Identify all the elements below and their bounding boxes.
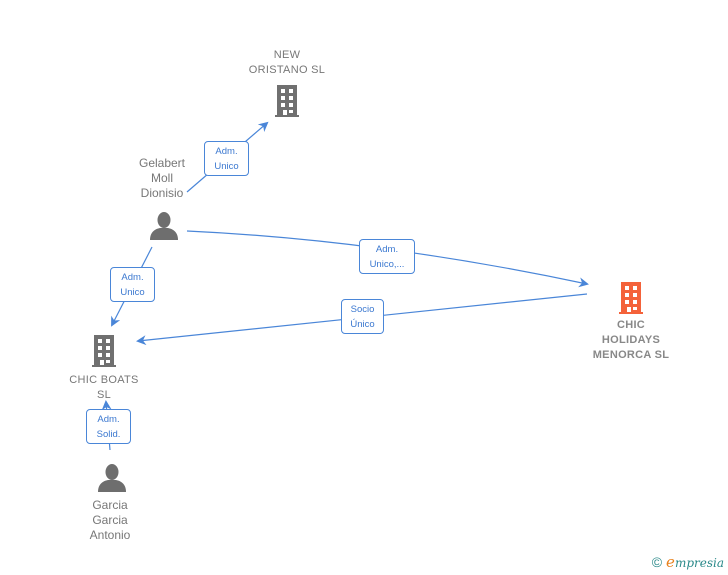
edge-label-gelabert-new-oristano[interactable]: Adm. Unico [204,141,249,176]
edge-label-garcia-chic-boats[interactable]: Adm. Solid. [86,409,131,444]
brand-logo[interactable]: empresia [666,553,724,571]
person-icon[interactable] [150,212,178,240]
building-icon[interactable] [92,335,116,367]
edge-label-gelabert-chic-holidays[interactable]: Adm. Unico,... [359,239,415,274]
copyright-icon: © [651,554,663,570]
node-label-chic-holidays[interactable]: CHIC HOLIDAYS MENORCA SL [592,319,670,361]
node-label-garcia[interactable]: Garcia Garcia Antonio [89,498,131,542]
person-icon[interactable] [98,464,126,492]
node-label-new-oristano[interactable]: NEW ORISTANO SL [248,49,326,76]
edge-label-gelabert-chic-boats[interactable]: Adm. Unico [110,267,155,302]
building-icon[interactable] [275,85,299,117]
building-icon-highlight[interactable] [619,282,643,314]
edge-label-chic-holidays-chic-boats[interactable]: Socio Único [341,299,384,334]
node-label-chic-boats[interactable]: CHIC BOATS SL [69,374,139,401]
node-label-gelabert[interactable]: Gelabert Moll Dionisio [138,156,186,200]
footer-brand: © empresia [652,553,724,571]
